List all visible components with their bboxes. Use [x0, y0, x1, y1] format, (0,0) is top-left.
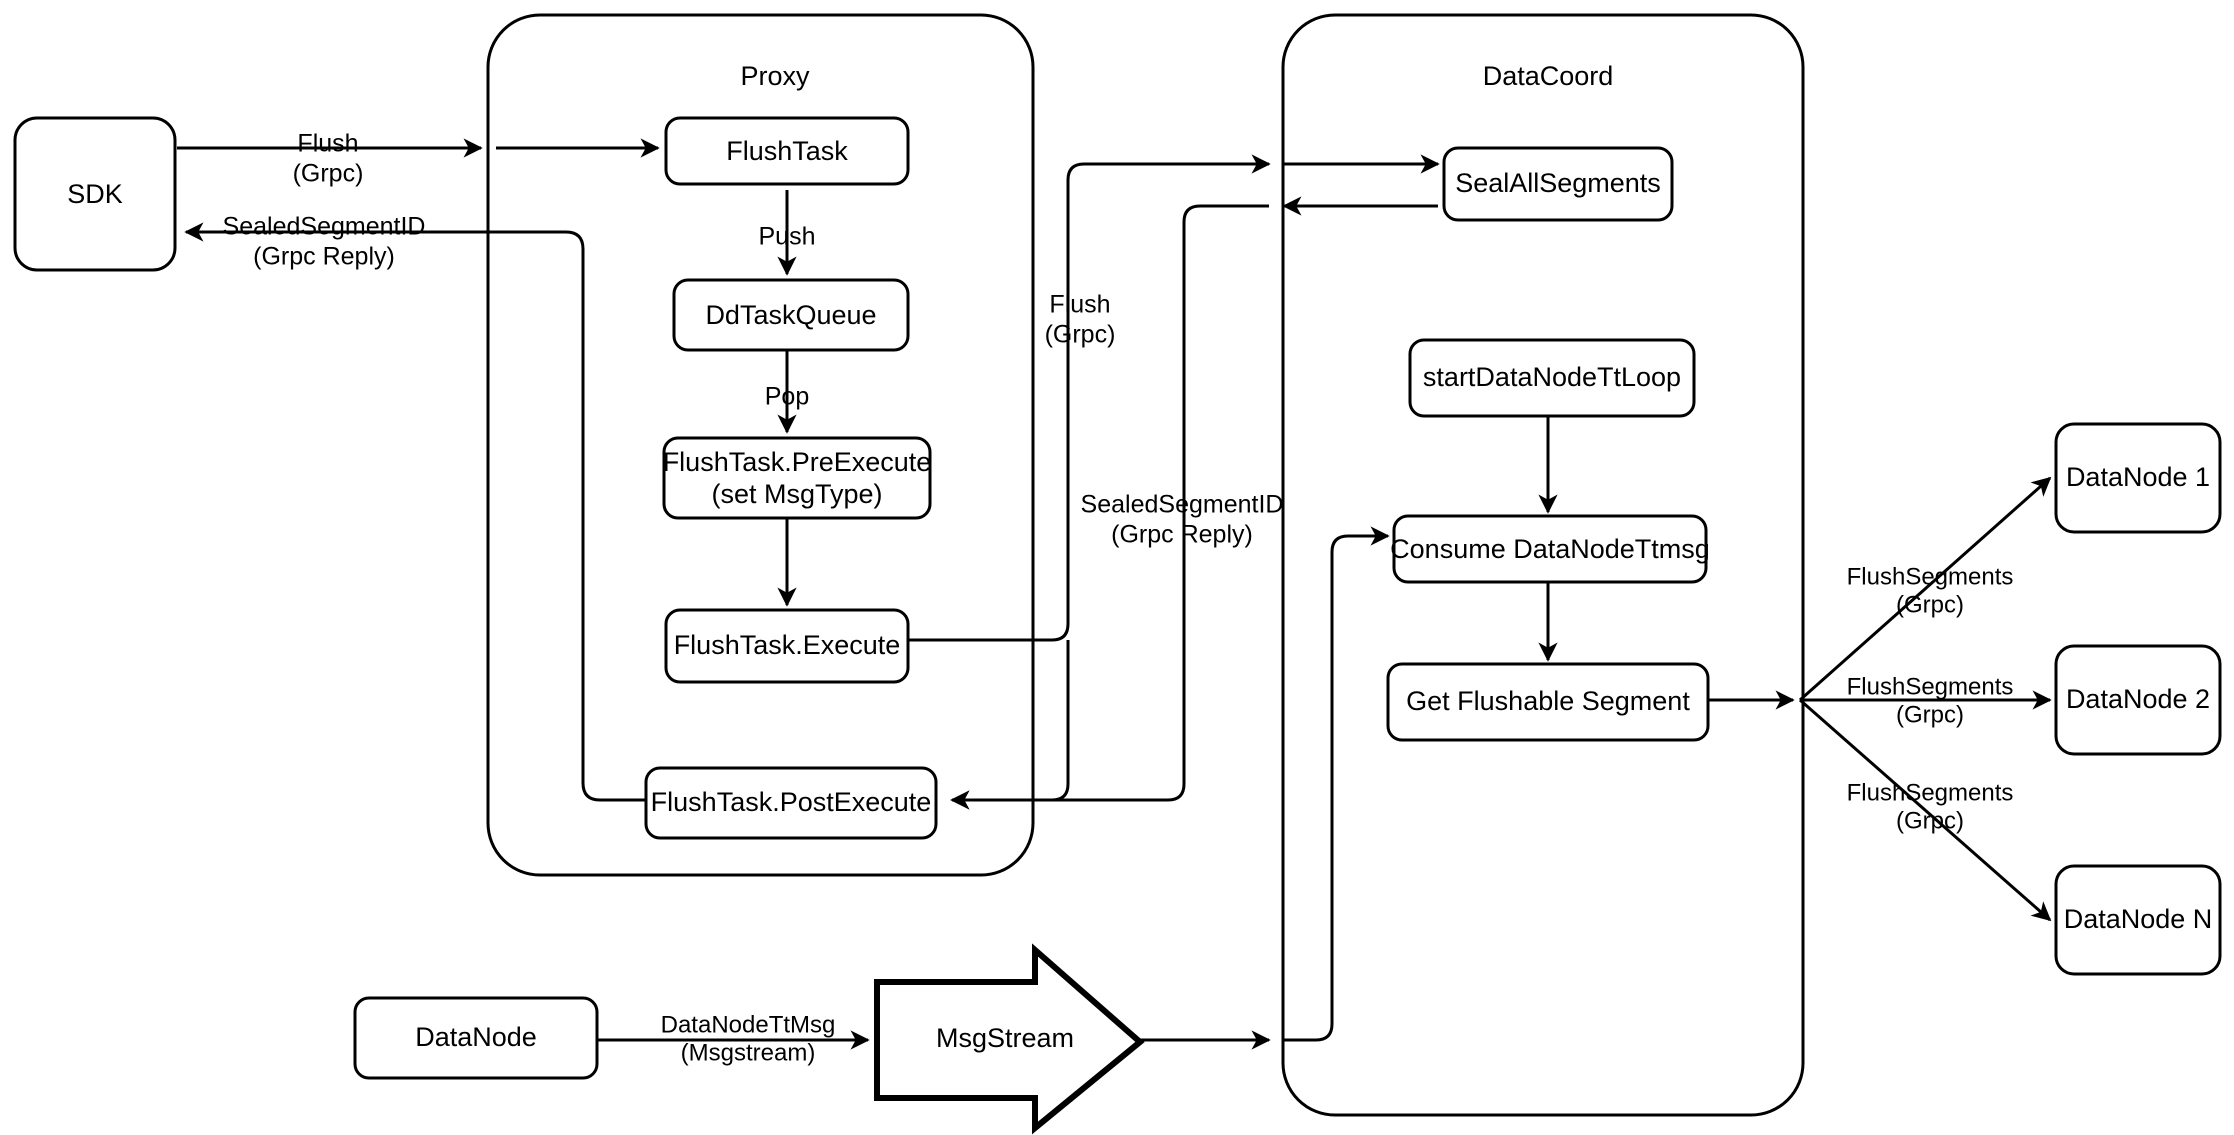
- edge-execute-to-sealallsegments: [908, 154, 1271, 642]
- node-flushtask-label: FlushTask: [726, 136, 848, 166]
- edge-sealallsegments-to-postexecute: [950, 204, 1269, 810]
- edge-label-datanodettmsg-line2: (Msgstream): [681, 1039, 816, 1066]
- node-flushtask[interactable]: [664, 116, 910, 186]
- node-datanode2-label: DataNode 2: [2066, 684, 2210, 714]
- node-consumedatanodettmsg[interactable]: [1392, 514, 1708, 584]
- node-sdk-label: SDK: [67, 179, 123, 209]
- edge-label-flushsegments-1-line1: FlushSegments: [1847, 563, 2014, 590]
- edge-label-push: Push: [759, 223, 816, 251]
- node-sdk[interactable]: [13, 116, 177, 272]
- node-getflushablesegment[interactable]: [1386, 662, 1710, 742]
- node-preexecute-label-line1: FlushTask.PreExecute: [663, 447, 932, 477]
- group-proxy: [486, 13, 1035, 877]
- edge-label-sealedsegmentid-sdk-line2: (Grpc Reply): [253, 243, 395, 271]
- group-datacoord-label: DataCoord: [1483, 61, 1614, 91]
- node-startdatanodettloop-label: startDataNodeTtLoop: [1423, 362, 1681, 392]
- edge-label-sealedsegmentid-sdk-line1: SealedSegmentID: [223, 213, 426, 241]
- node-preexecute[interactable]: [662, 436, 932, 520]
- node-startdatanodettloop[interactable]: [1408, 338, 1696, 418]
- node-postexecute[interactable]: [644, 766, 938, 840]
- edge-fanout-to-datanode1: [1799, 476, 2052, 702]
- edge-label-flush-grpc-sdk-line1: Flush: [297, 130, 358, 158]
- node-msgstream-label: MsgStream: [936, 1023, 1074, 1053]
- edge-label-flush-grpc-mid-line2: (Grpc): [1045, 321, 1116, 349]
- edge-label-flushsegments-2-line1: FlushSegments: [1847, 673, 2014, 700]
- node-sealallsegments-label: SealAllSegments: [1455, 168, 1661, 198]
- edge-label-flush-grpc-sdk-line2: (Grpc): [293, 160, 364, 188]
- edge-fanout-to-datanoden: [1799, 698, 2052, 922]
- node-datanode1-label: DataNode 1: [2066, 462, 2210, 492]
- edge-mid-rail-to-postexecute: [950, 640, 1070, 810]
- node-datanoden-label: DataNode N: [2064, 904, 2213, 934]
- edge-label-flushsegments-2-line2: (Grpc): [1896, 701, 1964, 728]
- node-postexecute-label: FlushTask.PostExecute: [651, 787, 932, 817]
- node-execute-label: FlushTask.Execute: [674, 630, 901, 660]
- node-ddtaskqueue[interactable]: [672, 278, 910, 352]
- node-datanode-source-label: DataNode: [415, 1022, 537, 1052]
- node-datanode-source[interactable]: [353, 996, 599, 1080]
- node-preexecute-label-line2: (set MsgType): [711, 479, 882, 509]
- group-datacoord: [1281, 13, 1805, 1117]
- node-execute[interactable]: [664, 608, 910, 684]
- edge-label-flushsegments-n-line1: FlushSegments: [1847, 779, 2014, 806]
- edge-label-flushsegments-1-line2: (Grpc): [1896, 591, 1964, 618]
- group-proxy-label: Proxy: [740, 61, 810, 91]
- node-msgstream[interactable]: [874, 943, 1145, 1135]
- node-datanode1[interactable]: [2054, 422, 2222, 534]
- edge-label-datanodettmsg-line1: DataNodeTtMsg: [661, 1011, 836, 1038]
- node-datanoden[interactable]: [2054, 864, 2222, 976]
- node-sealallsegments[interactable]: [1442, 146, 1674, 222]
- edge-label-sealedsegmentid-mid-line1: SealedSegmentID: [1081, 491, 1284, 519]
- edge-label-flushsegments-n-line2: (Grpc): [1896, 807, 1964, 834]
- edge-label-pop: Pop: [765, 383, 809, 411]
- edge-label-flush-grpc-mid-line1: Flush: [1049, 291, 1110, 319]
- node-ddtaskqueue-label: DdTaskQueue: [705, 300, 876, 330]
- edge-postexecute-to-sdk-rail: [481, 230, 651, 802]
- edge-datacoord-rail-to-consume: [1284, 526, 1390, 1042]
- node-consumedatanodettmsg-label: Consume DataNodeTtmsg: [1390, 534, 1710, 564]
- node-getflushablesegment-label: Get Flushable Segment: [1406, 686, 1690, 716]
- edge-label-sealedsegmentid-mid-line2: (Grpc Reply): [1111, 521, 1253, 549]
- node-datanode2[interactable]: [2054, 644, 2222, 756]
